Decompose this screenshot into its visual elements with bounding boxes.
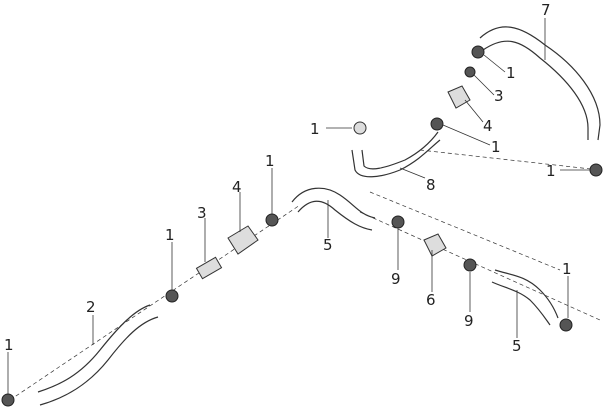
callout-1: 1	[491, 138, 501, 156]
callout-1: 1	[506, 64, 516, 82]
clamps	[1, 45, 603, 407]
callout-1: 1	[165, 226, 175, 244]
callout-8: 8	[426, 176, 436, 194]
callout-7: 7	[541, 1, 551, 19]
hose-5-upper	[291, 187, 376, 231]
callout-2: 2	[86, 298, 96, 316]
hose-5-lower	[491, 269, 559, 326]
callout-3: 3	[494, 87, 504, 105]
callout-1: 1	[4, 336, 14, 354]
hose-7	[479, 26, 601, 141]
callout-5: 5	[323, 236, 333, 254]
callout-9: 9	[391, 270, 401, 288]
callout-1: 1	[562, 260, 572, 278]
callout-5: 5	[512, 337, 522, 355]
leader-lines	[7, 18, 590, 394]
callout-9: 9	[464, 312, 474, 330]
hose-8	[351, 131, 441, 178]
callout-labels: 7 1 3 4 1 1 8 1 1 4 3 1 5 9 6 9 1 5 2 1	[4, 1, 572, 355]
hose-2	[37, 304, 159, 406]
callout-1: 1	[265, 152, 275, 170]
callout-6: 6	[426, 291, 436, 309]
callout-3: 3	[197, 204, 207, 222]
callout-1: 1	[310, 120, 320, 138]
callout-1: 1	[546, 162, 556, 180]
callout-4: 4	[483, 117, 493, 135]
callout-4: 4	[232, 178, 242, 196]
